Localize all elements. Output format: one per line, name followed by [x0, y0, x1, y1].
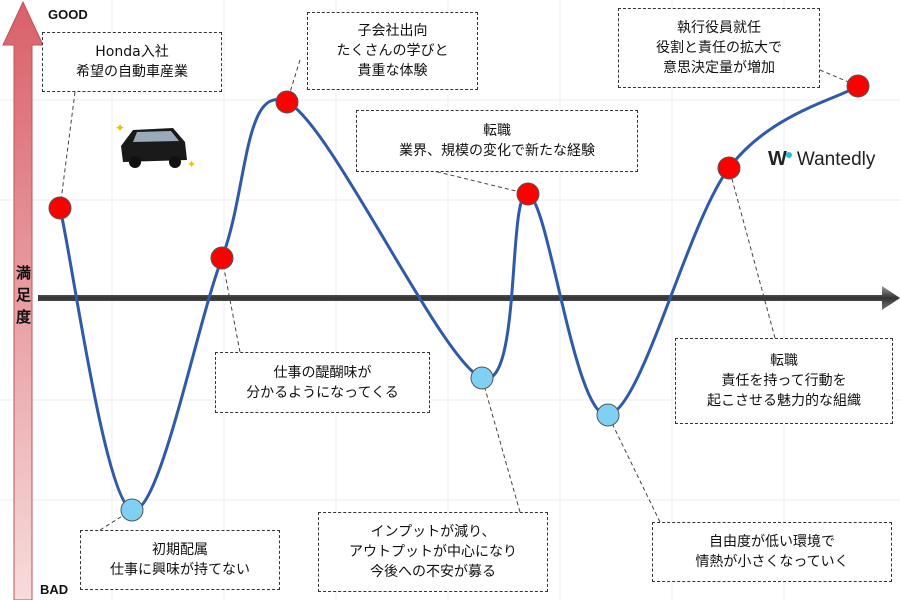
- caption-line: 転職: [483, 123, 511, 139]
- caption-line: 意思決定量が増加: [663, 60, 775, 76]
- event-caption-box: 転職責任を持って行動を起こさせる魅力的な組織: [675, 338, 893, 424]
- event-caption-box: 子会社出向たくさんの学びと貴重な体験: [307, 12, 478, 90]
- caption-line: インプットが減り、: [370, 524, 496, 540]
- event-caption-box: 執行役員就任役割と責任の拡大で意思決定量が増加: [618, 8, 820, 88]
- leader-line: [221, 257, 241, 353]
- caption-line: 希望の自動車産業: [76, 64, 188, 80]
- event-caption-box: 転職業界、規模の変化で新たな経験: [356, 110, 638, 172]
- y-axis-label: 満足度: [15, 264, 31, 326]
- caption-line: 自由度が低い環境で: [709, 534, 835, 550]
- high-point-marker: [516, 182, 540, 206]
- event-caption-box: Honda入社希望の自動車産業: [42, 32, 222, 92]
- caption-line: 仕事の醍醐味が: [273, 364, 372, 381]
- caption-line: 貴重な体験: [357, 63, 428, 79]
- caption-line: 仕事に興味が持てない: [110, 562, 250, 578]
- low-point-marker: [596, 403, 620, 427]
- svg-text:✦: ✦: [187, 158, 196, 171]
- low-point-marker: [470, 366, 494, 390]
- brand-name: Wantedly: [796, 148, 876, 170]
- caption-line: 役割と責任の拡大で: [656, 40, 782, 56]
- event-caption-box: 自由度が低い環境で情熱が小さくなっていく: [652, 522, 892, 582]
- leader-line: [728, 167, 776, 339]
- caption-line: 起こさせる魅力的な組織: [707, 393, 861, 409]
- event-caption-box: 初期配属仕事に興味が持てない: [80, 530, 280, 590]
- caption-line: 今後への不安が募る: [370, 564, 496, 580]
- caption-line: 責任を持って行動を: [721, 373, 847, 389]
- low-point-marker: [120, 498, 144, 522]
- high-point-marker: [846, 74, 870, 98]
- wantedly-w-icon: W: [768, 148, 787, 170]
- bad-label: BAD: [40, 582, 69, 597]
- svg-text:✦: ✦: [115, 121, 125, 135]
- caption-line: 執行役員就任: [677, 20, 761, 36]
- high-point-marker: [48, 196, 72, 220]
- wantedly-dot-icon: [785, 151, 792, 158]
- high-point-marker: [275, 90, 299, 114]
- event-caption-box: インプットが減り、アウトプットが中心になり今後への不安が募る: [318, 512, 548, 592]
- caption-line: たくさんの学びと: [336, 43, 449, 59]
- time-axis-arrow: [38, 286, 900, 310]
- leader-line: [59, 91, 76, 209]
- car-illustration: ✦✦: [115, 118, 200, 177]
- event-caption-box: 仕事の醍醐味が分かるようになってくる: [215, 352, 430, 413]
- wantedly-logo: W Wantedly: [768, 148, 875, 171]
- caption-line: 情熱が小さくなっていく: [695, 554, 849, 570]
- caption-line: 初期配属: [152, 542, 208, 558]
- leader-line: [429, 169, 529, 195]
- satisfaction-axis-arrow: [2, 0, 44, 600]
- caption-line: 転職: [770, 353, 798, 369]
- caption-line: 分かるようになってくる: [246, 384, 399, 401]
- high-point-marker: [717, 156, 741, 180]
- caption-line: 子会社出向: [357, 23, 428, 39]
- good-label: GOOD: [48, 7, 88, 22]
- caption-line: アウトプットが中心になり: [349, 544, 517, 560]
- caption-line: Honda入社: [95, 44, 169, 60]
- caption-line: 業界、規模の変化で新たな経験: [399, 143, 595, 159]
- leader-line: [607, 414, 661, 523]
- motivation-curve: [58, 84, 859, 512]
- high-point-marker: [210, 246, 234, 270]
- leader-line: [481, 377, 521, 513]
